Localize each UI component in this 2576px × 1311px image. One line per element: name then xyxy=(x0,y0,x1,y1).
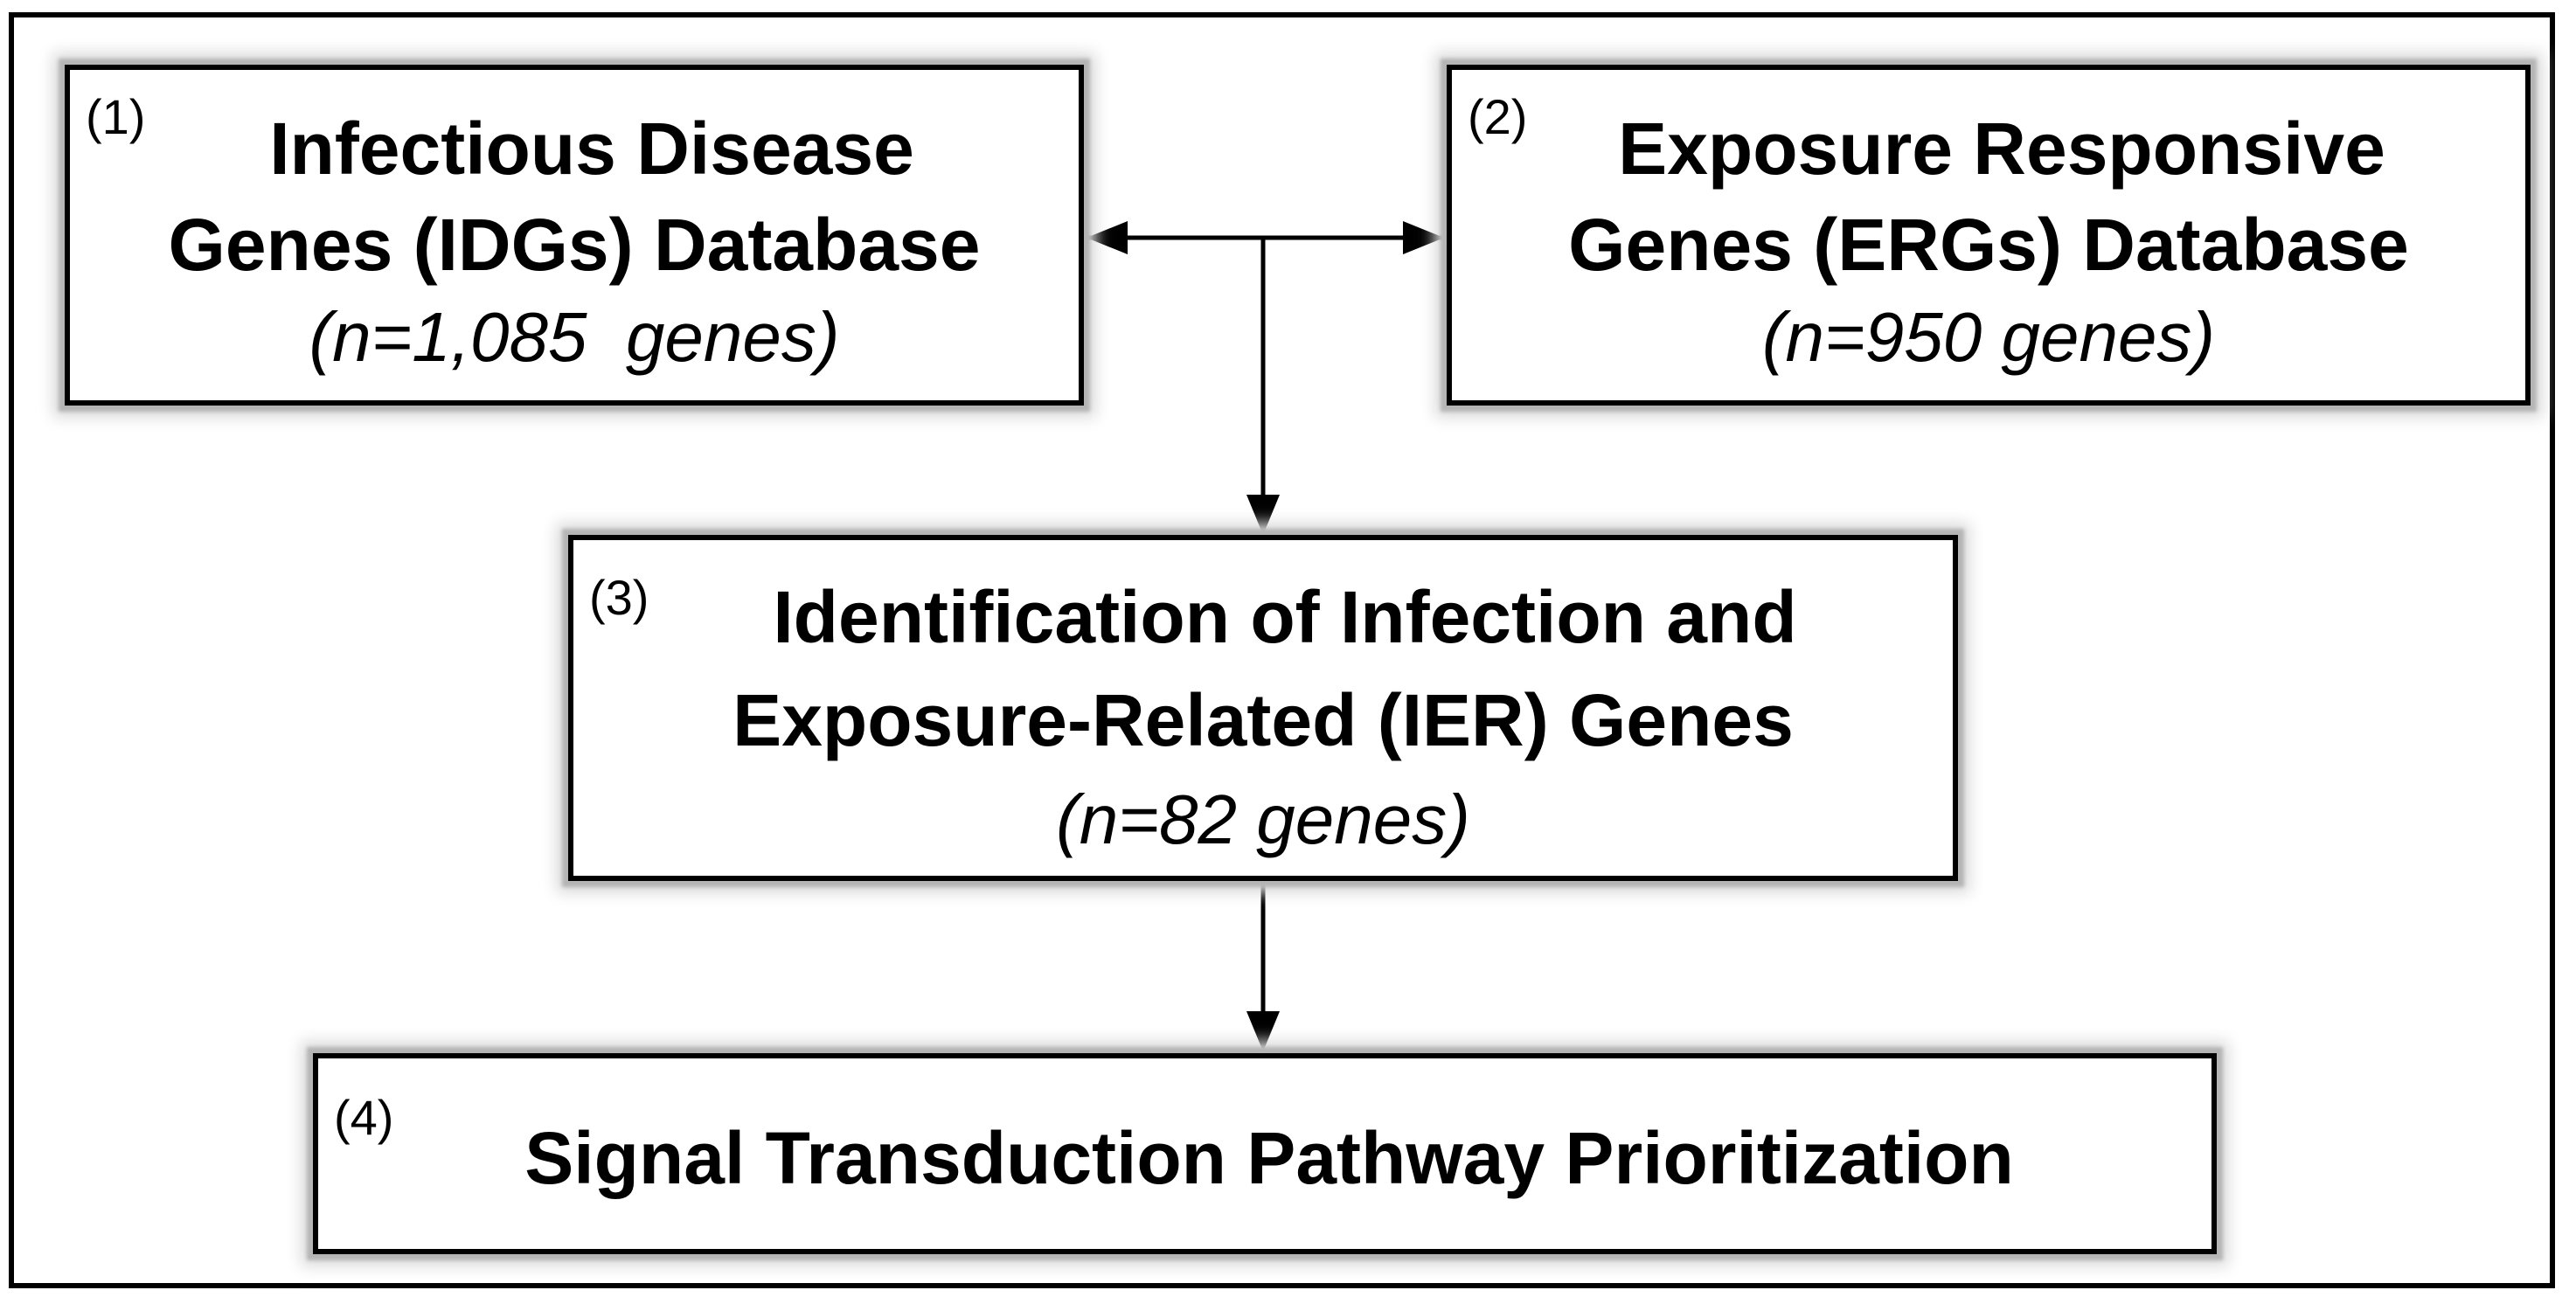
box-title-line1: Identification of Infection and xyxy=(773,576,1797,658)
diagram-frame xyxy=(9,12,2555,1288)
step-number: (1) xyxy=(86,89,146,144)
gene-count: (n=950 genes) xyxy=(1761,298,2216,376)
connector-to-ier xyxy=(1246,238,1280,535)
step-number: (4) xyxy=(334,1090,394,1145)
gene-count: (n=82 genes) xyxy=(1056,780,1470,858)
arrowhead-left xyxy=(1087,221,1128,254)
box-title-line1: Signal Transduction Pathway Prioritizati… xyxy=(524,1117,2014,1199)
connector-ier-stp xyxy=(1246,881,1280,1051)
box-title-line2: Exposure-Related (IER) Genes xyxy=(733,679,1794,761)
arrowhead-down xyxy=(1246,495,1280,535)
box-title-line2: Genes (IDGs) Database xyxy=(168,204,981,286)
ier-genes-box: (3) Identification of Infection and Expo… xyxy=(568,535,1958,881)
box-title-line1: Exposure Responsive xyxy=(1618,108,2385,190)
step-number: (2) xyxy=(1468,89,1528,144)
idg-database-box: (1) Infectious Disease Genes (IDGs) Data… xyxy=(65,65,1084,406)
gene-count: (n=1,085 genes) xyxy=(309,298,840,376)
box-title-line2: Genes (ERGs) Database xyxy=(1568,204,2409,286)
step-number: (3) xyxy=(589,570,649,625)
box-title-line1: Infectious Disease xyxy=(269,108,914,190)
arrowhead-down xyxy=(1246,1011,1280,1051)
arrowhead-right xyxy=(1403,221,1444,254)
pathway-prioritization-box: (4) Signal Transduction Pathway Prioriti… xyxy=(313,1053,2217,1254)
erg-database-box: (2) Exposure Responsive Genes (ERGs) Dat… xyxy=(1447,65,2531,406)
